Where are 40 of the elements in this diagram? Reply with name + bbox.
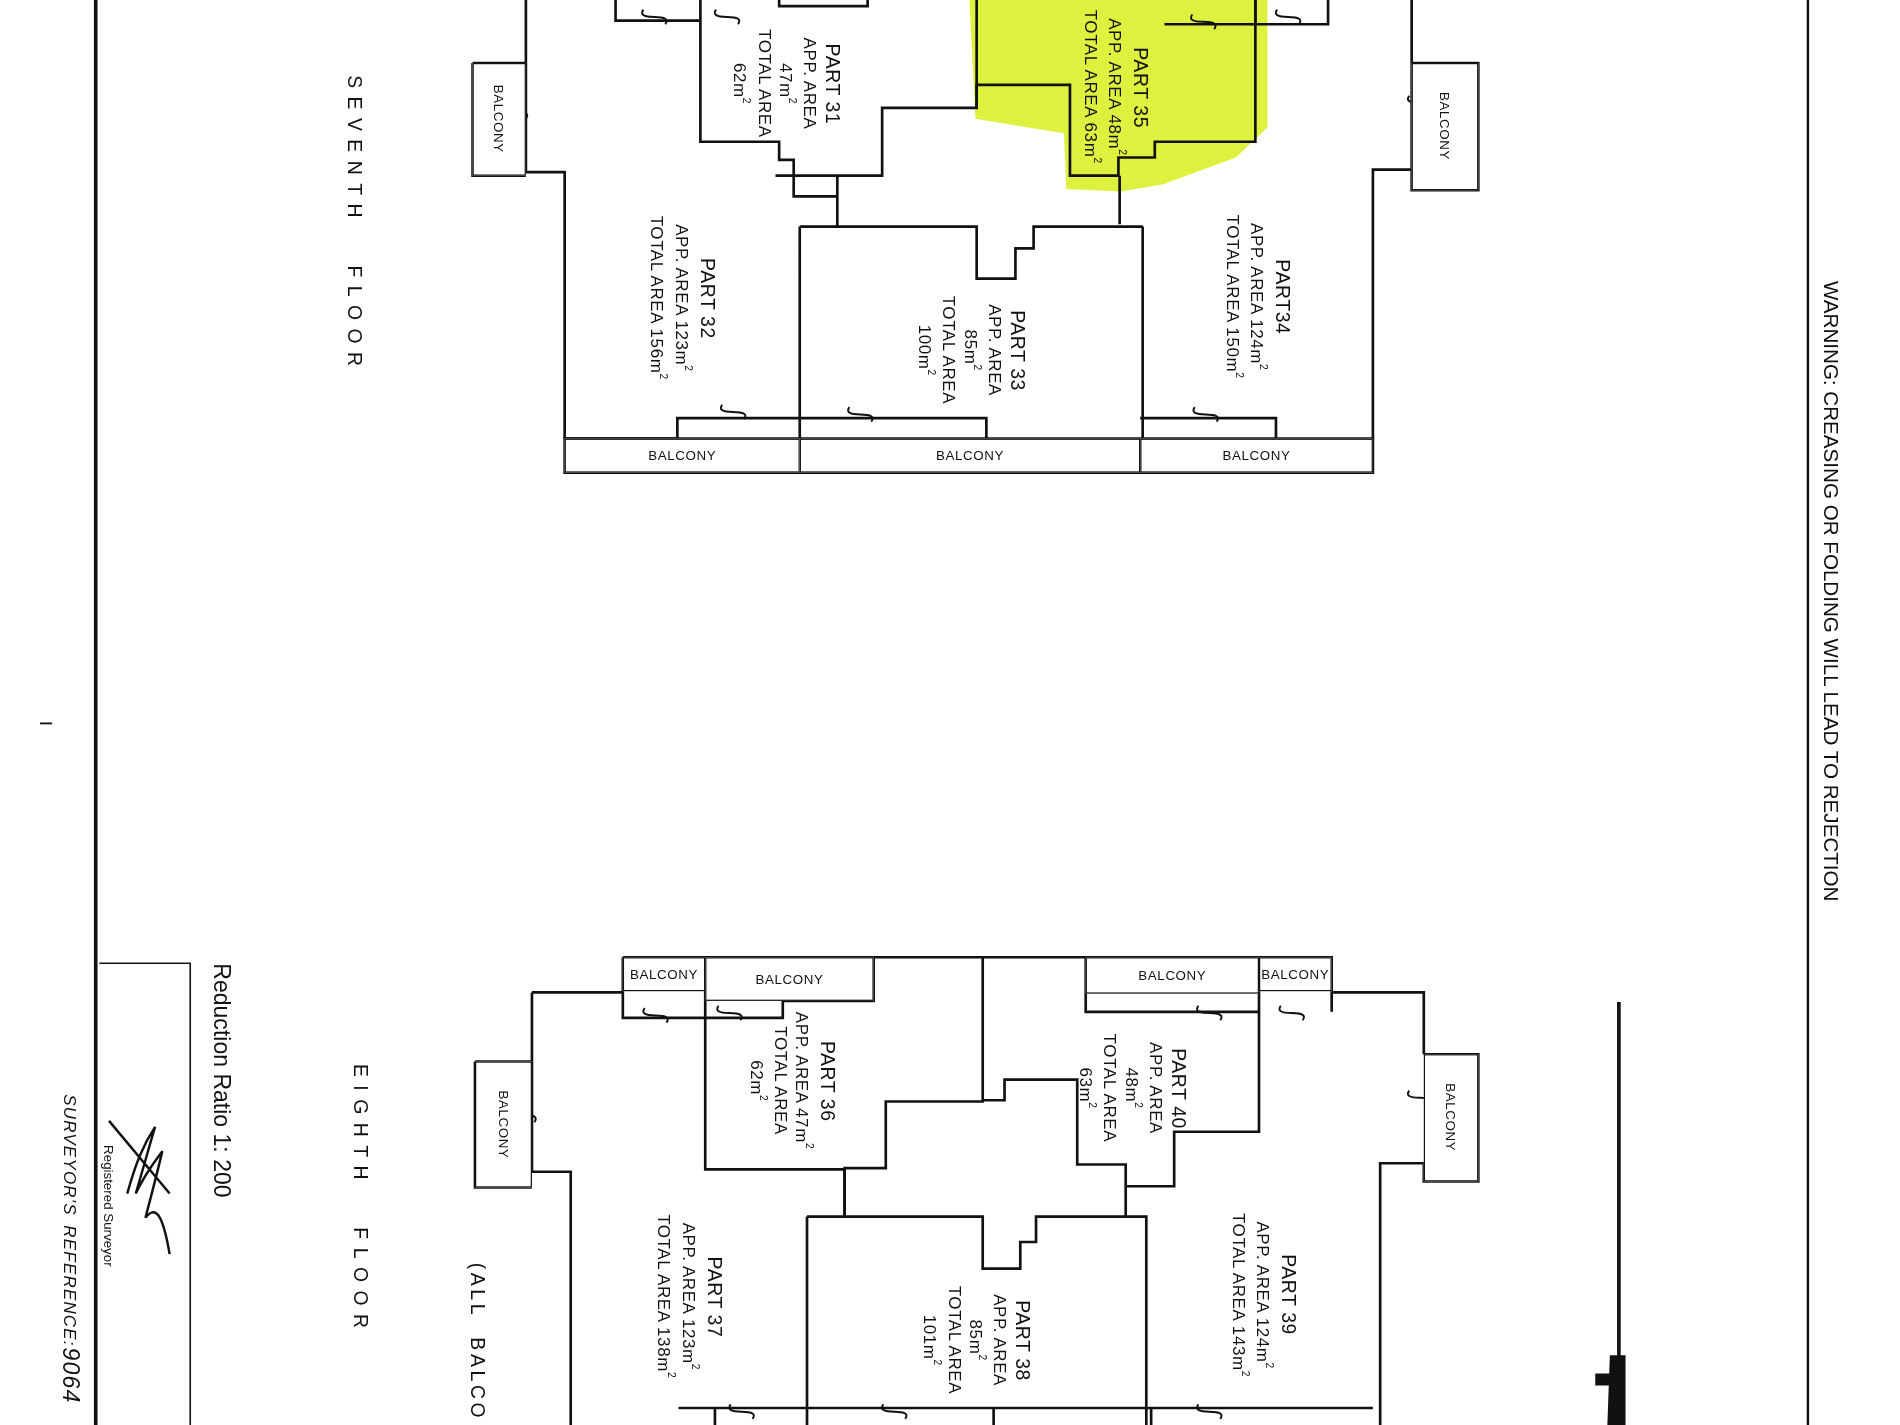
warning-text: WARNING: CREASING OR FOLDING WILL LEAD TO REJECTION (1817, 281, 1842, 902)
unit-number: PART 35 (1129, 46, 1153, 128)
unit-number: PART34 (1271, 259, 1295, 335)
balcony-area (472, 63, 526, 176)
balcony-area (1423, 1054, 1479, 1182)
balcony-label: BALCONY (1437, 92, 1453, 161)
balcony-label: BALCONY (496, 1090, 511, 1159)
balcony-area (1085, 957, 1259, 994)
balcony-area (1411, 63, 1479, 191)
balcony-label: BALCONY (1261, 966, 1330, 982)
balcony-area (1140, 438, 1373, 473)
floor-title: EIGHTH FLOOR (349, 1063, 371, 1337)
balcony-area (705, 957, 874, 1001)
balcony-label: BALCONY (1443, 1083, 1459, 1152)
balcony-label: BALCONY (936, 448, 1004, 463)
unit-number: PART 33 (1006, 309, 1029, 391)
balcony-label: BALCONY (1138, 968, 1207, 983)
note-text: (ALL BALCO (466, 1262, 489, 1422)
floor-title: SEVENTH FLOOR (343, 75, 365, 375)
unit-number: PART 39 (1277, 1254, 1301, 1336)
balcony-area (475, 1061, 532, 1188)
balcony-area (564, 438, 800, 473)
balcony-area (799, 438, 1141, 473)
balcony-label: BALCONY (491, 85, 507, 154)
signature-caption: Registered Surveyor (101, 1145, 117, 1267)
scale-text: Reduction Ratio 1: 200 (208, 963, 236, 1198)
reference-label: SURVEYOR'S REFERENCE: (60, 1094, 80, 1347)
unit-number: PART 37 (703, 1256, 726, 1337)
reference-number: 9064 (57, 1347, 84, 1404)
balcony-label: BALCONY (1222, 448, 1291, 463)
balcony-label: BALCONY (630, 966, 698, 982)
balcony-area (1259, 957, 1332, 992)
balcony-area (622, 957, 706, 992)
unit-number: PART 36 (816, 1040, 840, 1122)
balcony-label: BALCONY (648, 448, 717, 463)
unit-number: PART 31 (821, 43, 844, 124)
unit-number: PART 38 (1011, 1299, 1035, 1381)
unit-number: PART 40 (1167, 1047, 1190, 1129)
balcony-label: BALCONY (755, 971, 824, 987)
unit-number: PART 32 (695, 257, 719, 339)
